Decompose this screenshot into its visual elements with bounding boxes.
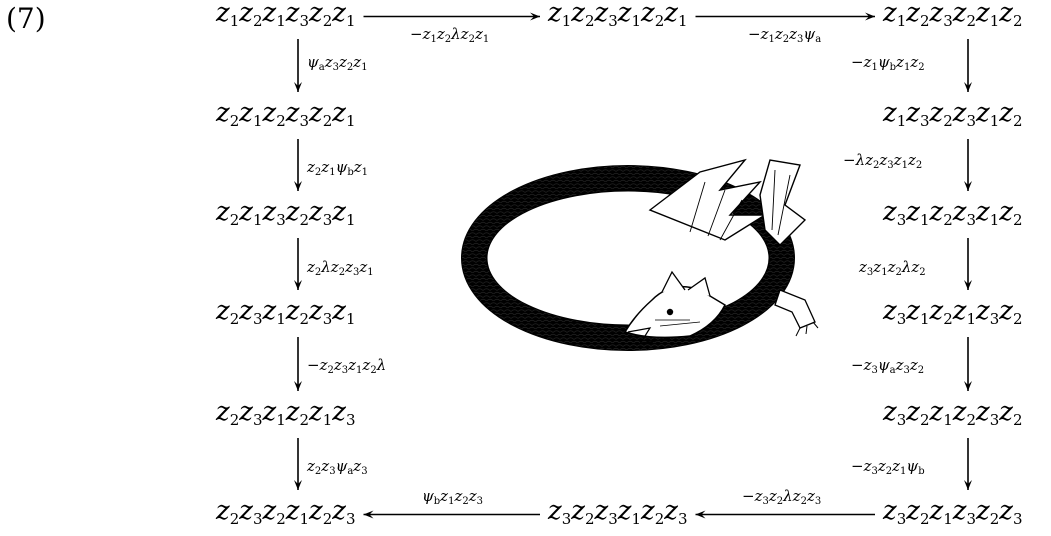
edge-label-5-6: z3z1z2λz2 bbox=[859, 258, 926, 278]
edge-label-6-7: −z3ψaz3z2 bbox=[851, 356, 925, 376]
arrow-n6-n7 bbox=[964, 337, 972, 391]
node-n7: z3z2z1z2z3z2 bbox=[883, 397, 1023, 429]
edge-label-13-12: z2λz2z3z1 bbox=[307, 258, 374, 278]
arrow-n8-n9 bbox=[695, 510, 875, 519]
edge-label-4-5: −λz2z3z1z2 bbox=[843, 151, 923, 171]
edge-label-9-10: ψbz1z2z3 bbox=[422, 487, 484, 507]
node-n8: z3z2z1z3z2z3 bbox=[883, 496, 1023, 528]
edge-label-1-14: ψaz3z2z1 bbox=[307, 53, 368, 73]
arrow-n3-n4 bbox=[964, 39, 972, 92]
edge-label-1-2: −z1z2λz2z1 bbox=[410, 25, 490, 45]
arrow-n7-n8 bbox=[964, 438, 972, 490]
node-n14: z2z1z2z3z2z1 bbox=[216, 98, 356, 130]
arrow-n2-n3 bbox=[695, 12, 875, 21]
edge-label-8-9: −z3z2λz2z3 bbox=[742, 487, 822, 507]
edge-label-3-4: −z1ψbz1z2 bbox=[851, 53, 925, 73]
edge-label-14-13: z2z1ψbz1 bbox=[307, 158, 369, 178]
arrow-n5-n6 bbox=[964, 238, 972, 290]
node-n10: z2z3z2z1z2z3 bbox=[216, 496, 356, 528]
node-n5: z3z1z2z3z1z2 bbox=[883, 197, 1023, 229]
edge-label-7-8: −z3z2z1ψb bbox=[851, 457, 925, 477]
edge-label-11-10: z2z3ψaz3 bbox=[307, 457, 368, 477]
equation-number: (7) bbox=[6, 2, 46, 35]
node-n4: z1z3z2z3z1z2 bbox=[883, 98, 1023, 130]
arrow-n4-n5 bbox=[964, 139, 972, 191]
arrow-n1-n2 bbox=[363, 12, 540, 21]
node-n12: z2z3z1z2z3z1 bbox=[216, 296, 356, 328]
arrow-n14-n13 bbox=[294, 139, 302, 191]
node-n11: z2z3z1z2z1z3 bbox=[216, 397, 356, 429]
edge-label-2-3: −z1z2z3ψa bbox=[748, 25, 822, 45]
node-n1: z1z2z1z3z2z1 bbox=[216, 0, 356, 30]
edge-label-12-11: −z2z3z1z2λ bbox=[307, 356, 387, 376]
node-n13: z2z1z3z2z3z1 bbox=[216, 197, 356, 229]
arrow-n11-n10 bbox=[294, 438, 302, 490]
node-n6: z3z1z2z1z3z2 bbox=[883, 296, 1023, 328]
arrow-n13-n12 bbox=[294, 238, 302, 290]
node-n2: z1z2z3z1z2z1 bbox=[548, 0, 688, 30]
arrow-n9-n10 bbox=[363, 510, 540, 519]
node-n9: z3z2z3z1z2z3 bbox=[548, 496, 688, 528]
arrow-n12-n11 bbox=[294, 337, 302, 391]
node-n3: z1z2z3z2z1z2 bbox=[883, 0, 1023, 30]
arrow-n1-n14 bbox=[294, 39, 302, 92]
